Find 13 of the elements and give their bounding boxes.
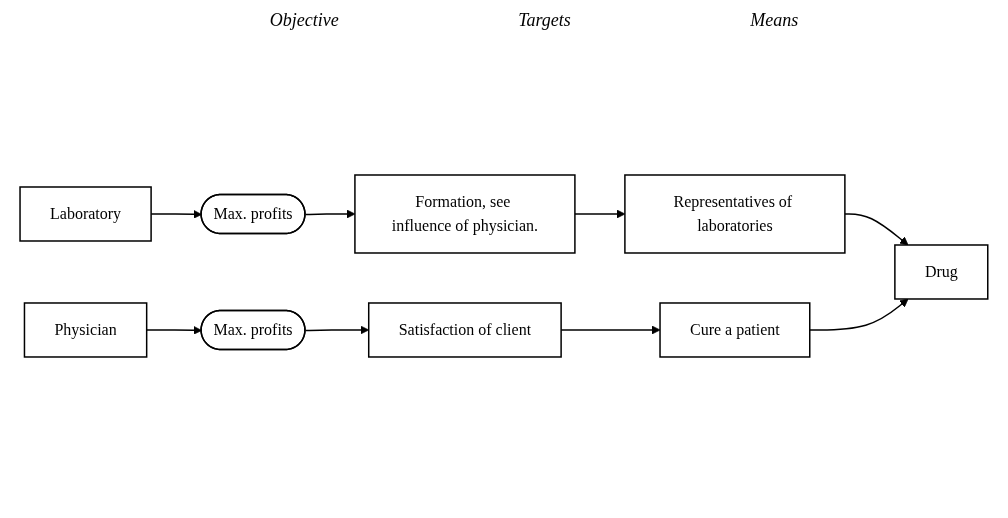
node-box: Cure a patient <box>659 302 811 358</box>
arrow <box>844 213 909 246</box>
arrow <box>809 298 909 331</box>
column-heading: Objective <box>269 10 339 31</box>
node-box: Laboratory <box>19 186 152 242</box>
arrow <box>304 209 356 219</box>
column-heading: Means <box>750 10 799 31</box>
node-box: Representatives of laboratories <box>624 174 846 254</box>
node-box: Physician <box>23 302 148 358</box>
column-heading: Targets <box>518 10 571 31</box>
node-box: Formation, see influence of physician. <box>354 174 576 254</box>
node-box: Drug <box>894 244 989 300</box>
node-box: Satisfaction of client <box>368 302 562 358</box>
